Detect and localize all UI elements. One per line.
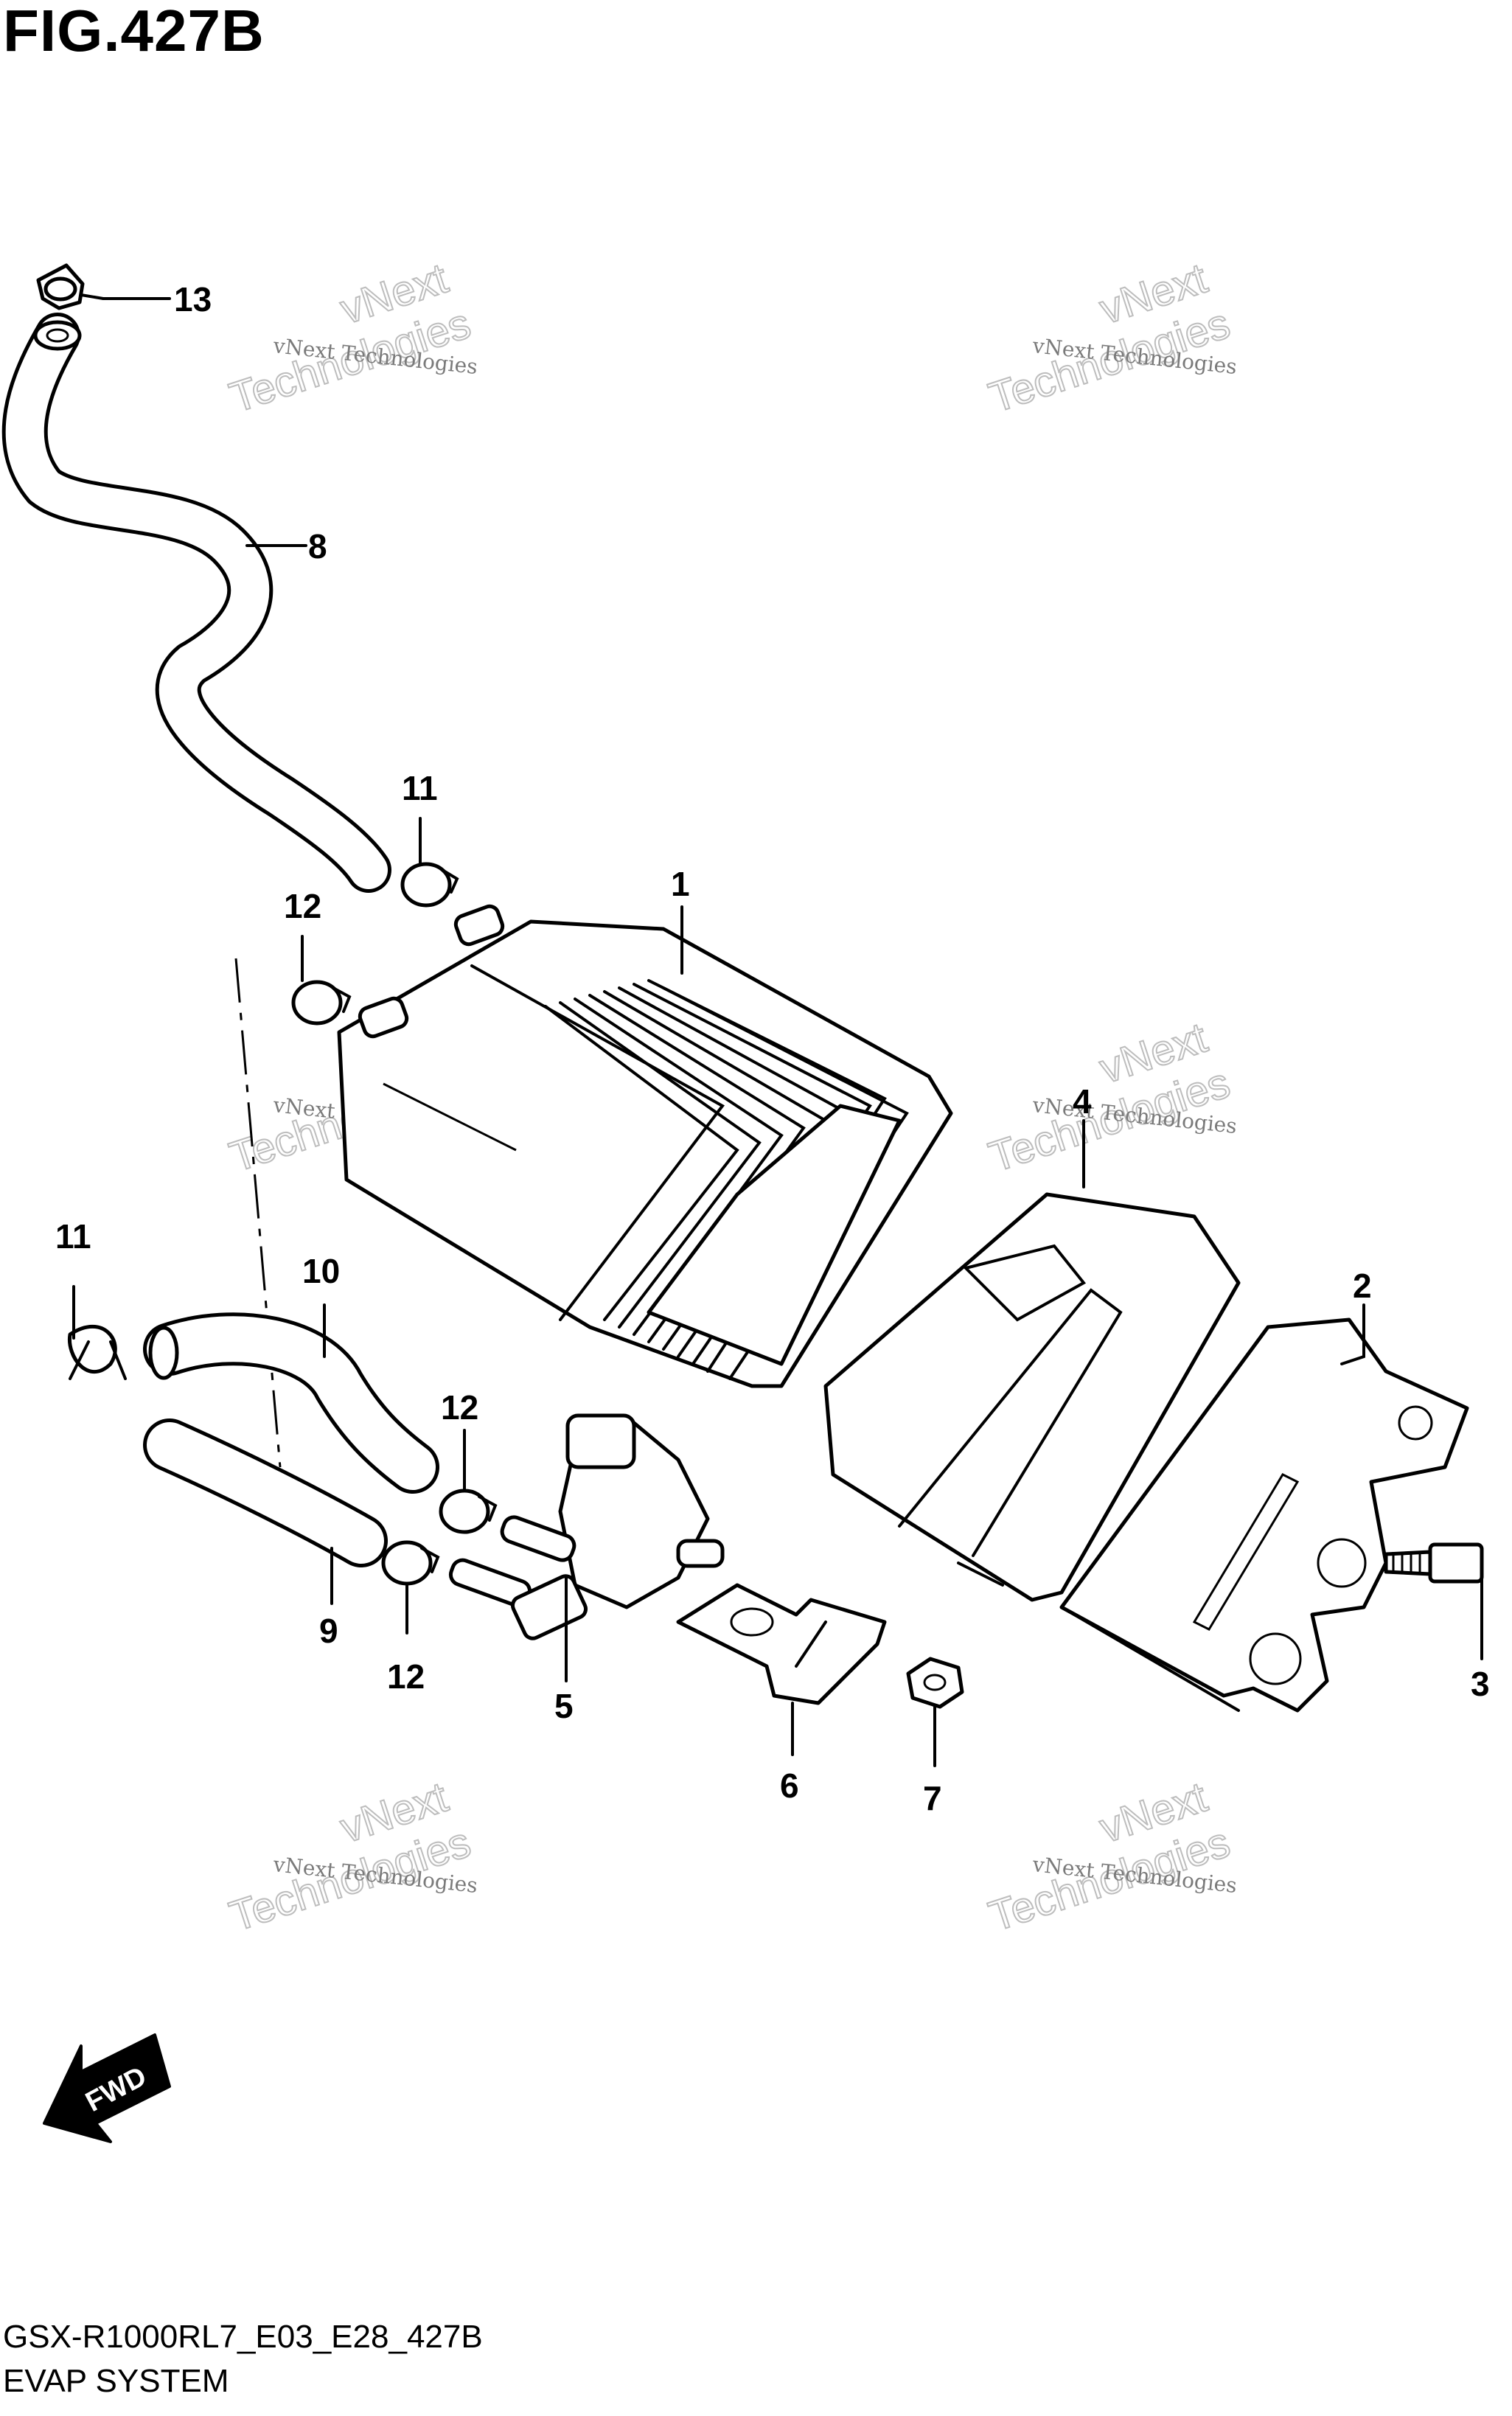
callout-12b: 12 bbox=[284, 887, 321, 925]
part-12-clamp-lower bbox=[381, 1540, 440, 1586]
part-1-canister bbox=[337, 904, 953, 1388]
part-12-clamp-left bbox=[291, 980, 352, 1026]
callout-3: 3 bbox=[1471, 1665, 1490, 1703]
leader-lines bbox=[72, 297, 1483, 1767]
callout-10: 10 bbox=[302, 1252, 340, 1290]
callout-9: 9 bbox=[319, 1612, 338, 1650]
callout-4: 4 bbox=[1073, 1082, 1092, 1121]
callout-6: 6 bbox=[780, 1766, 799, 1805]
callout-8: 8 bbox=[308, 527, 327, 565]
watermark-mid-right: vNext Technologies vNext Technologies bbox=[983, 1013, 1238, 1183]
part-9-hose bbox=[143, 1418, 388, 1567]
callout-5: 5 bbox=[554, 1687, 574, 1725]
model-code: GSX-R1000RL7_E03_E28_427B bbox=[3, 2319, 483, 2355]
callout-12c: 12 bbox=[441, 1388, 478, 1427]
section-name: EVAP SYSTEM bbox=[3, 2363, 229, 2399]
part-12-clamp-mid bbox=[439, 1489, 498, 1534]
watermark-bottom-right: vNext Technologies vNext Technologies bbox=[983, 1772, 1238, 1942]
part-11-clip bbox=[67, 1324, 127, 1380]
watermark-top-right: vNext Technologies vNext Technologies bbox=[983, 254, 1238, 423]
part-5-valve bbox=[448, 1413, 725, 1640]
callout-labels: 13 8 11 12 1 4 2 3 11 10 12 9 12 5 6 7 bbox=[55, 280, 1490, 1817]
fwd-arrow: FWD bbox=[43, 2033, 171, 2143]
callout-7: 7 bbox=[923, 1779, 942, 1817]
part-8-hose bbox=[1, 313, 391, 893]
part-7-nut bbox=[906, 1657, 964, 1709]
part-3-bolt bbox=[1384, 1542, 1484, 1584]
part-13-clip bbox=[36, 263, 105, 310]
callout-1: 1 bbox=[671, 865, 690, 903]
callout-11: 11 bbox=[55, 1217, 91, 1256]
callout-12a: 11 bbox=[402, 769, 438, 807]
figure-title: FIG.427B bbox=[3, 0, 265, 63]
callout-13: 13 bbox=[174, 280, 212, 318]
part-12-clamp-upper bbox=[400, 862, 459, 908]
watermark-bottom-left: vNext Technologies vNext Technologies bbox=[223, 1772, 478, 1942]
watermark-top-left: vNext Technologies vNext Technologies bbox=[223, 254, 478, 423]
callout-2: 2 bbox=[1353, 1267, 1372, 1305]
part-4-cover bbox=[823, 1192, 1241, 1602]
callout-12d: 12 bbox=[387, 1657, 425, 1696]
part-6-bracket bbox=[676, 1583, 887, 1705]
part-10-hose bbox=[143, 1312, 439, 1494]
routing-line bbox=[234, 958, 282, 1468]
